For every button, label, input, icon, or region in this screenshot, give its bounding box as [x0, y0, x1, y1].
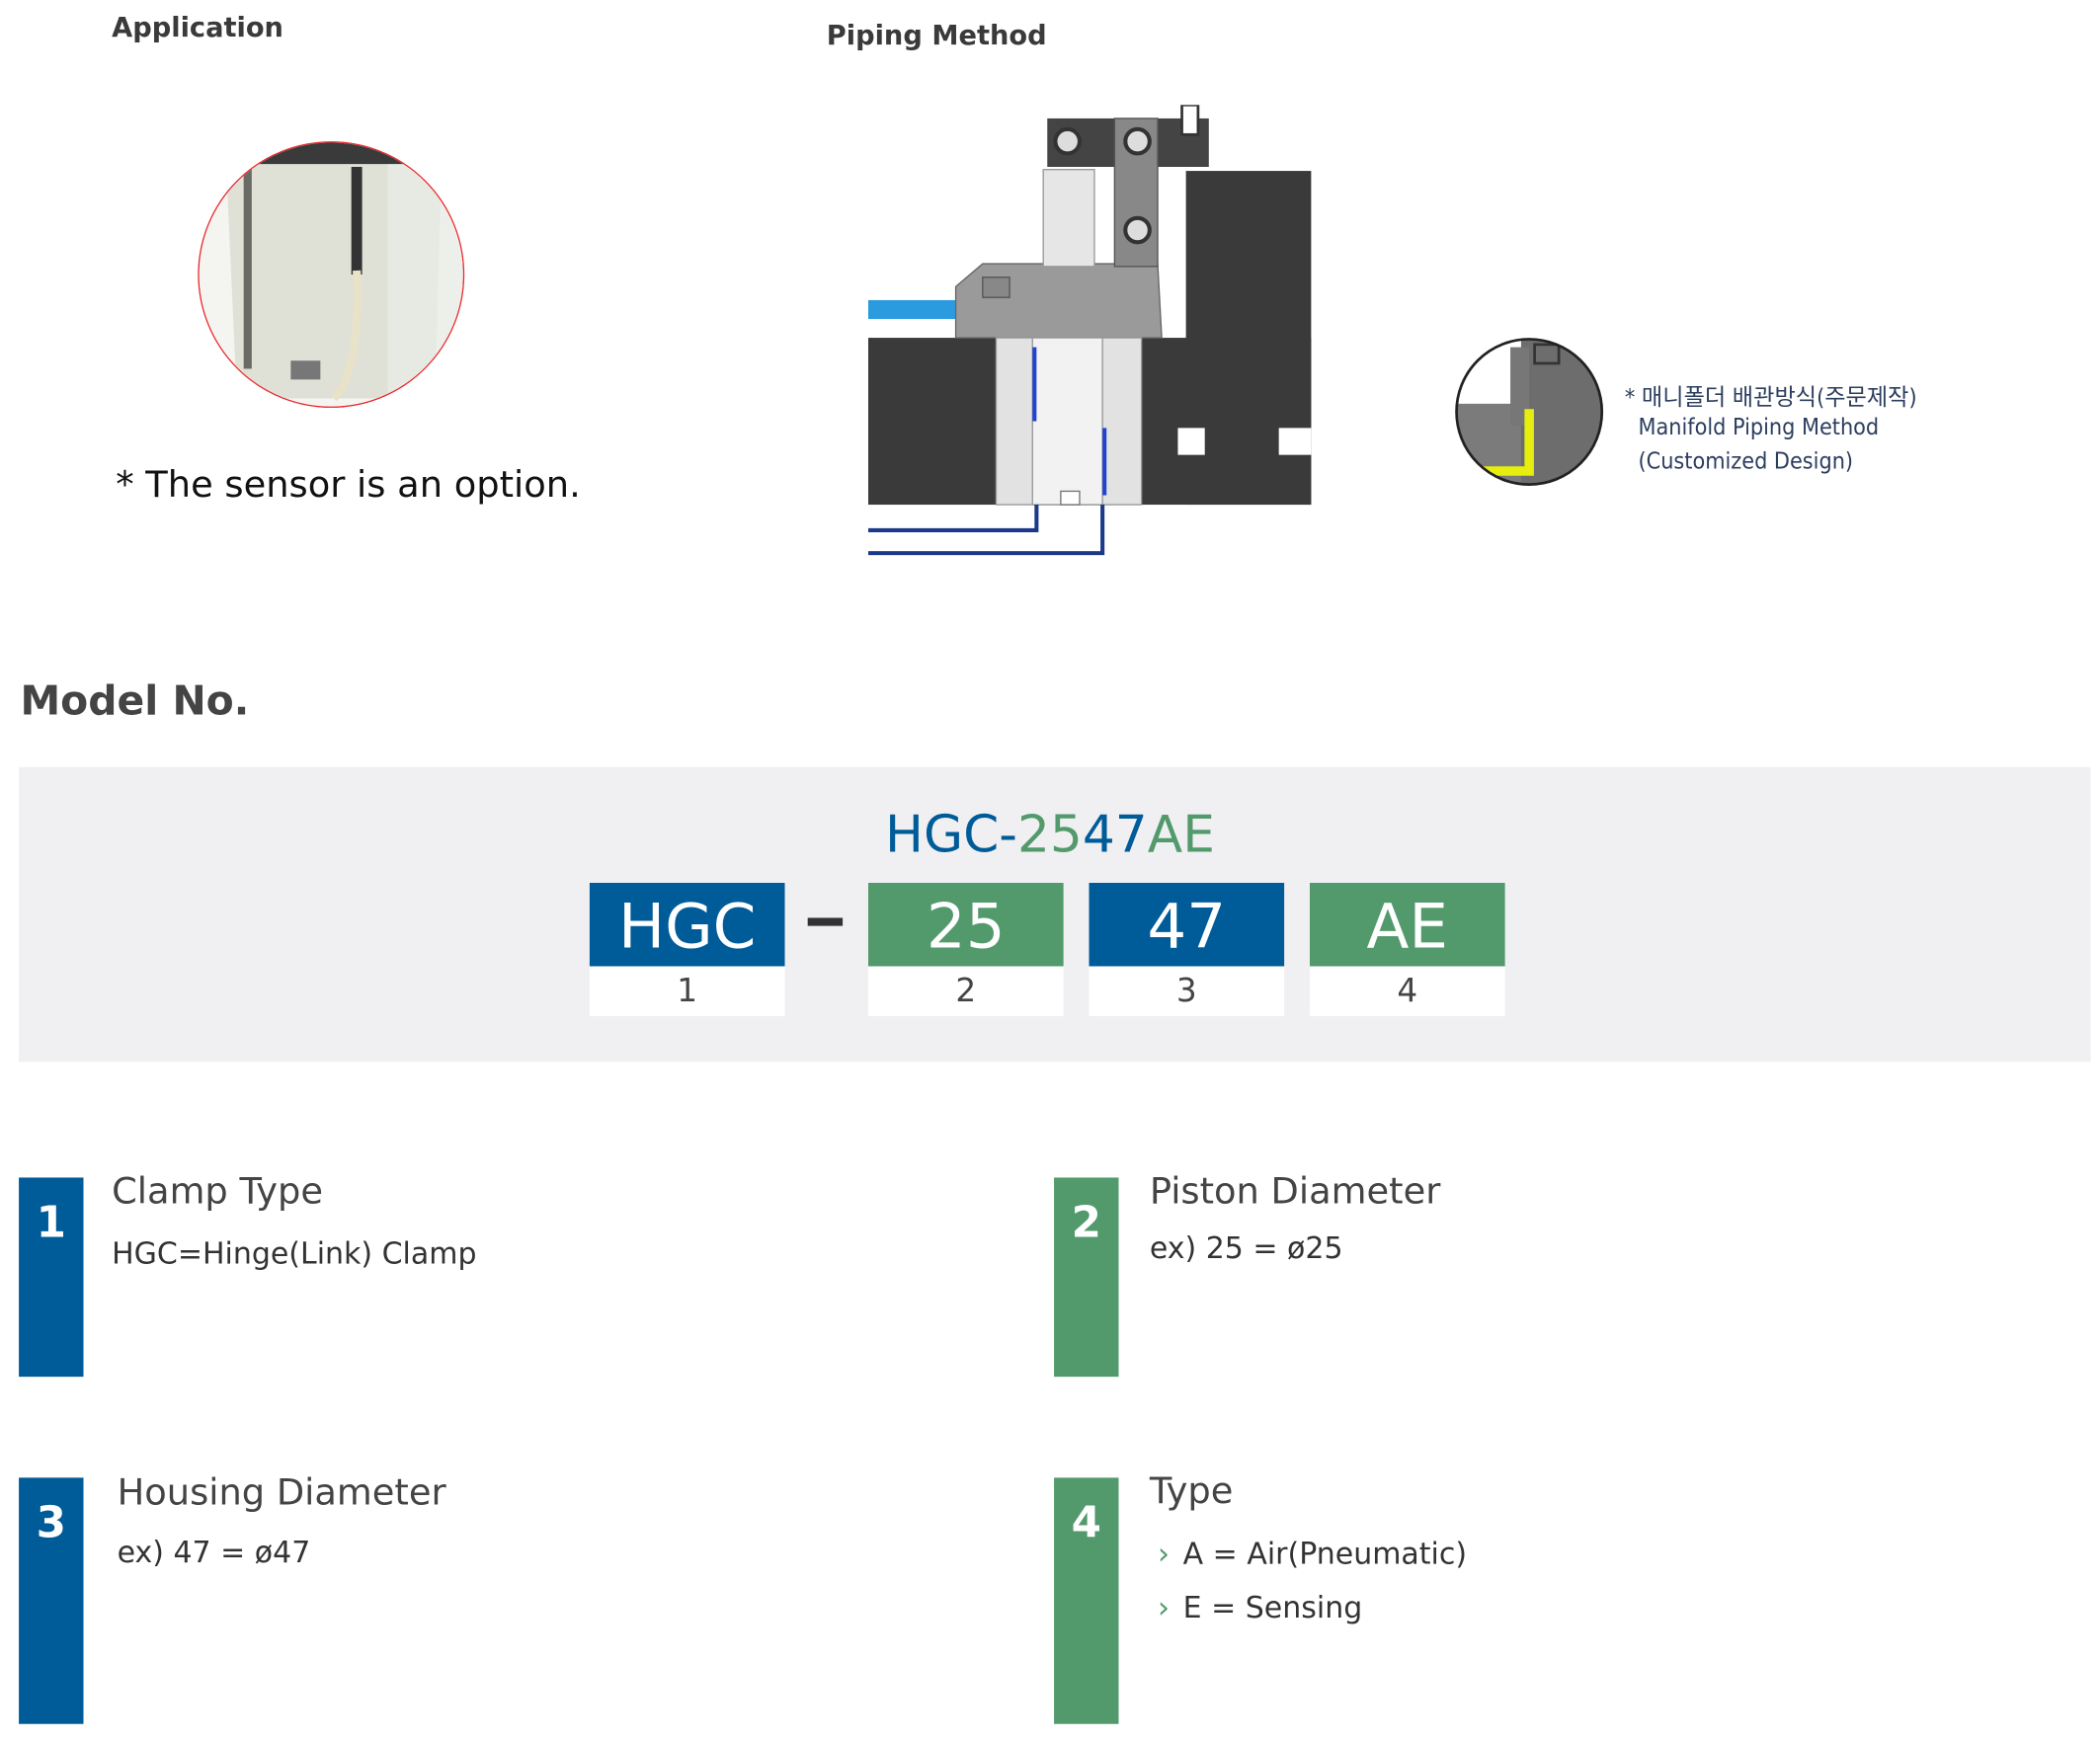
section-title: Piston Diameter — [1149, 1170, 1441, 1213]
segment-index: 4 — [1310, 966, 1505, 1016]
section-title: Type — [1149, 1470, 1234, 1513]
segment-code: AE — [1310, 882, 1505, 967]
code-dash: - — [999, 804, 1017, 864]
segment-code: HGC — [589, 882, 785, 967]
piping-diagram — [868, 103, 1315, 562]
code-part-piston: 25 — [1016, 804, 1083, 864]
section-text: ex) 47 = ø47 — [117, 1537, 311, 1571]
application-heading: Application — [112, 10, 283, 43]
segment-index: 3 — [1089, 966, 1285, 1016]
model-code: HGC-2547AE — [0, 805, 2100, 864]
manifold-note-korean: * 매니폴더 배관방식(주문제작) — [1624, 384, 1917, 413]
sensor-photo — [198, 141, 465, 408]
manifold-note-english: Manifold Piping Method — [1638, 414, 1880, 441]
segment-code: 47 — [1089, 882, 1285, 967]
chevron-right-icon: › — [1158, 1538, 1171, 1572]
section-text: HGC=Hinge(Link) Clamp — [112, 1237, 477, 1272]
code-part-housing: 47 — [1082, 804, 1148, 864]
section-title: Clamp Type — [112, 1170, 323, 1213]
type-option-air: › A = Air(Pneumatic) — [1158, 1539, 1467, 1572]
section-text: A = Air(Pneumatic) — [1182, 1538, 1468, 1572]
model-number-heading: Model No. — [20, 677, 250, 726]
manifold-detail-icon — [1454, 337, 1605, 493]
dash-separator — [807, 917, 844, 926]
section-number-badge: 3 — [19, 1477, 84, 1724]
piping-method-heading: Piping Method — [826, 19, 1047, 51]
segment-index: 2 — [868, 966, 1064, 1016]
manifold-note-custom: (Customized Design) — [1638, 447, 1854, 476]
section-number-badge: 2 — [1054, 1177, 1119, 1378]
section-number-badge: 1 — [19, 1177, 84, 1378]
chevron-right-icon: › — [1158, 1592, 1171, 1626]
code-part-clamp: HGC — [885, 804, 1000, 864]
segment-code: 25 — [868, 882, 1064, 967]
section-title: Housing Diameter — [117, 1471, 446, 1515]
sensor-option-note: * The sensor is an option. — [116, 464, 581, 507]
code-part-type: AE — [1147, 804, 1215, 864]
section-text: E = Sensing — [1182, 1592, 1363, 1626]
section-text: ex) 25 = ø25 — [1149, 1232, 1343, 1267]
section-number-badge: 4 — [1054, 1477, 1119, 1724]
segment-index: 1 — [589, 966, 785, 1016]
type-option-sensing: › E = Sensing — [1158, 1592, 1362, 1625]
